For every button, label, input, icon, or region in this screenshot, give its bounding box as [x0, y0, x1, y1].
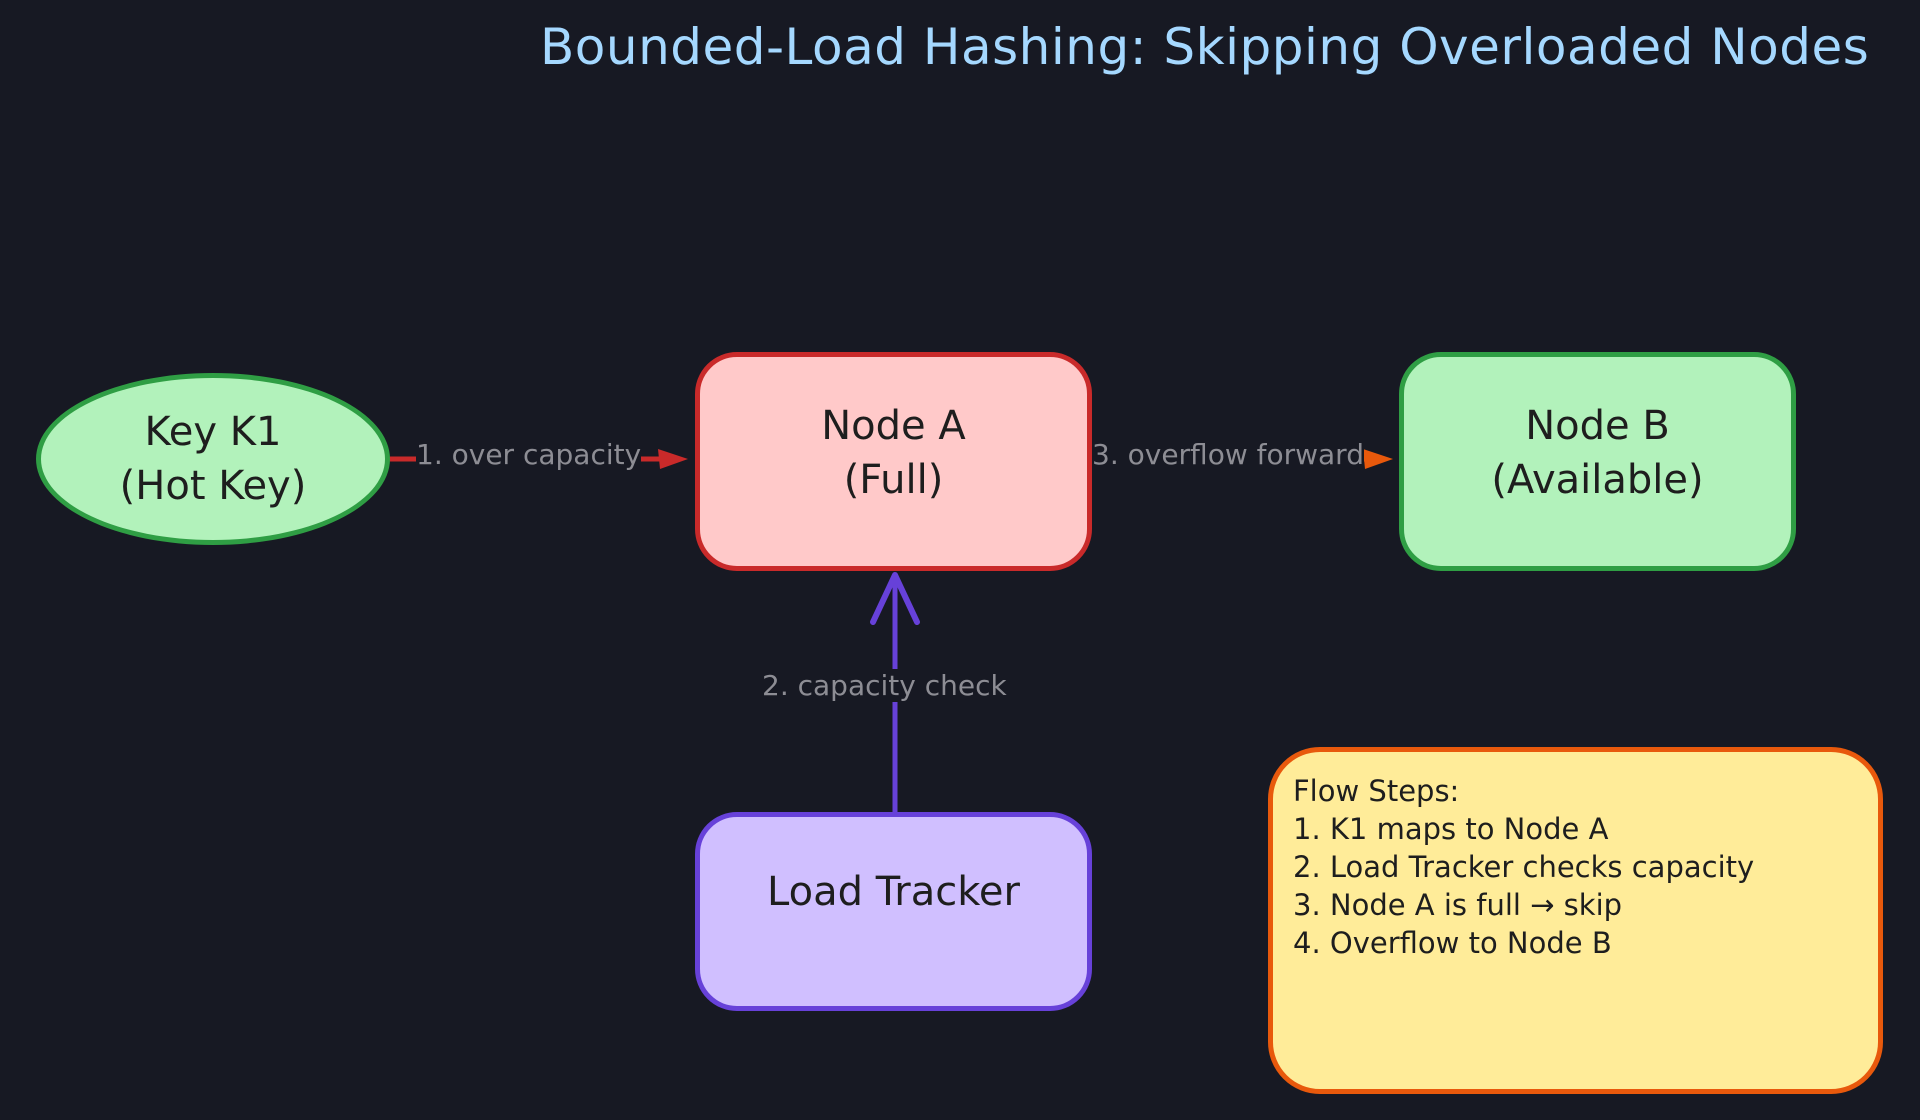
node-b[interactable]: Node B (Available): [1399, 352, 1796, 571]
node-a-sublabel: (Full): [843, 457, 944, 503]
key-k1-label: Key K1: [144, 409, 282, 455]
node-a[interactable]: Node A (Full): [695, 352, 1092, 571]
edge-label-overflow-forward: 3. overflow forward: [1092, 438, 1364, 471]
node-b-sublabel: (Available): [1491, 457, 1704, 503]
flow-step-item: 3. Node A is full → skip: [1293, 888, 1623, 922]
diagram-title: Bounded-Load Hashing: Skipping Overloade…: [540, 18, 1870, 76]
load-tracker-label: Load Tracker: [767, 869, 1020, 915]
flow-steps-heading: Flow Steps:: [1293, 774, 1460, 808]
node-load-tracker[interactable]: Load Tracker: [695, 812, 1092, 1011]
edge-label-over-capacity: 1. over capacity: [416, 438, 642, 471]
node-b-label: Node B: [1525, 403, 1670, 449]
flow-step-item: 1. K1 maps to Node A: [1293, 812, 1609, 846]
flow-steps-note[interactable]: Flow Steps: 1. K1 maps to Node A 2. Load…: [1268, 747, 1883, 1094]
edge-label-capacity-check: 2. capacity check: [762, 669, 1007, 702]
flow-step-item: 4. Overflow to Node B: [1293, 926, 1612, 960]
node-key-k1[interactable]: Key K1 (Hot Key): [36, 373, 390, 545]
node-a-label: Node A: [821, 403, 966, 449]
key-k1-sublabel: (Hot Key): [119, 463, 307, 509]
flow-step-item: 2. Load Tracker checks capacity: [1293, 850, 1755, 884]
